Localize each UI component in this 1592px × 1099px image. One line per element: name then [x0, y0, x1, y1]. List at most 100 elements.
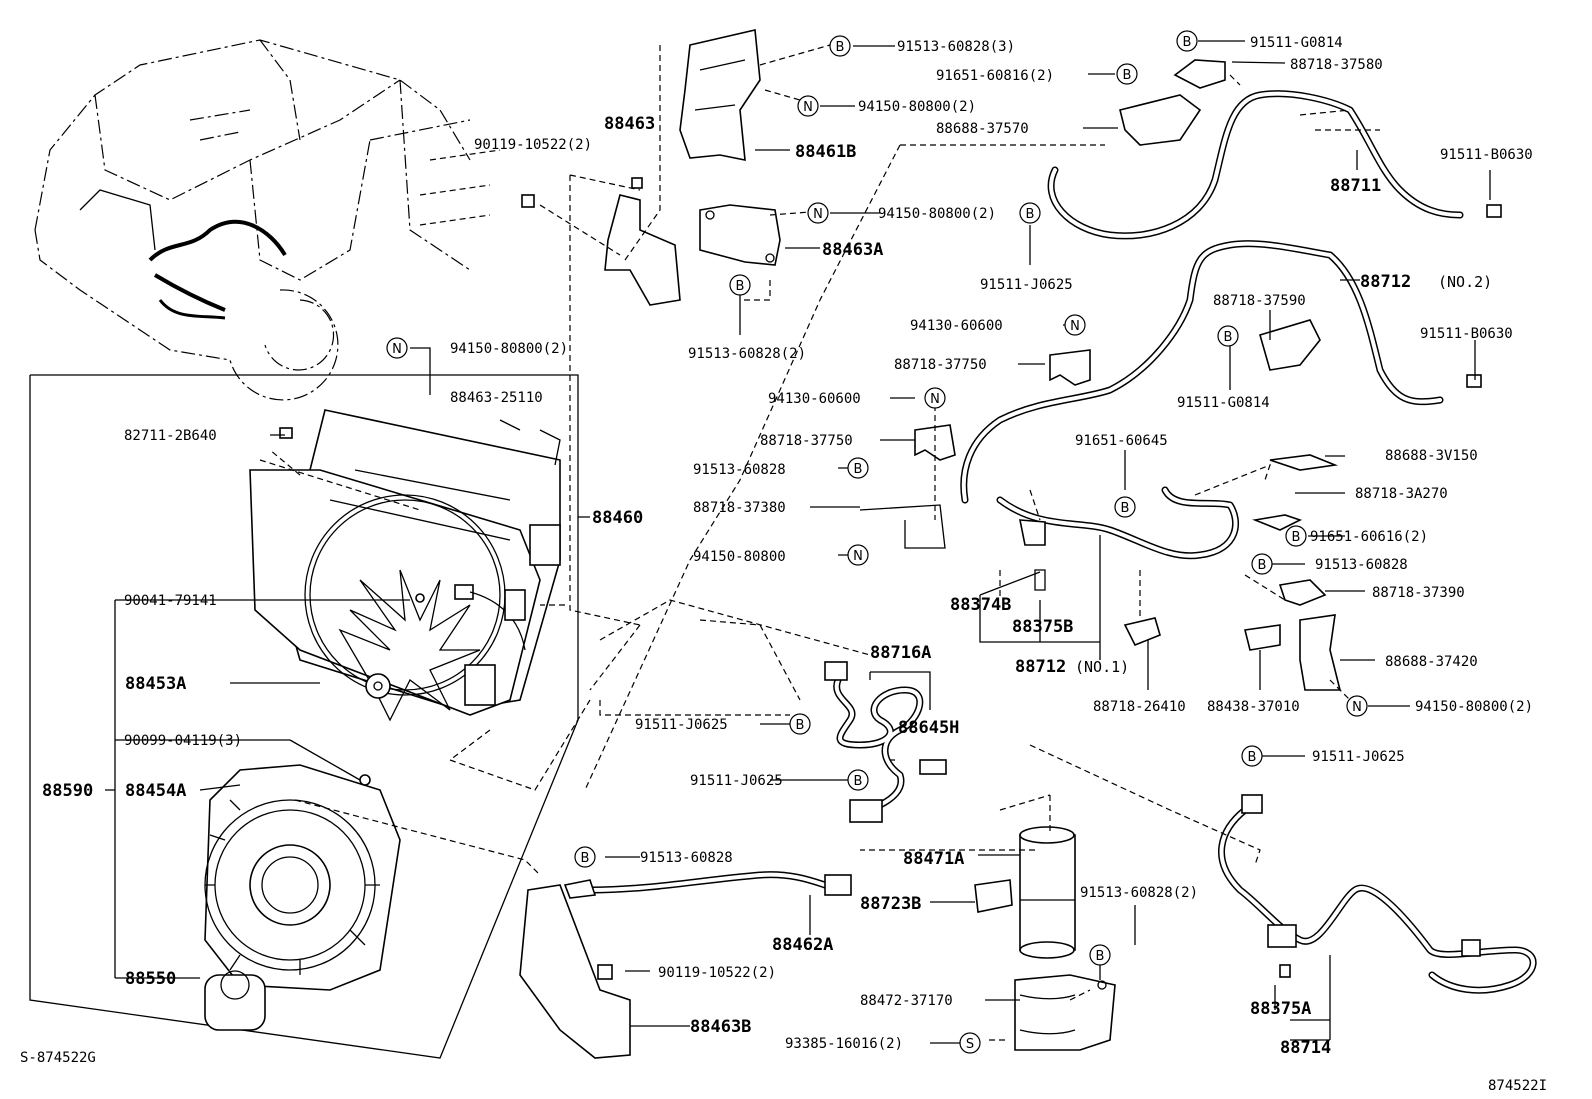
svg-text:B: B: [1292, 530, 1301, 545]
svg-text:B: B: [1096, 949, 1105, 964]
part-label: 91513-60828(3): [897, 39, 1015, 55]
part-label: 88471A: [903, 849, 964, 869]
part-label: 94150-80800(2): [858, 99, 976, 115]
part-label: 88374B: [950, 595, 1011, 615]
part-label: 88463A: [822, 240, 883, 260]
part-label: 90099-04119(3): [124, 733, 242, 749]
part-label: 88718-37580: [1290, 57, 1383, 73]
svg-text:B: B: [1224, 330, 1233, 345]
fastener-markers: B B B N N B B N B N N B B B N B N B B B …: [386, 30, 1368, 1054]
part-label: 90041-79141: [124, 593, 217, 609]
part-label: 88718-37380: [693, 500, 786, 516]
receiver-dryer: [974, 826, 1116, 1051]
part-label: 91511-J0625: [1312, 749, 1405, 765]
marker-nut: N: [1064, 314, 1086, 336]
svg-text:B: B: [581, 851, 590, 866]
marker-nut: N: [807, 202, 829, 224]
part-label: 94150-80800(2): [878, 206, 996, 222]
part-label: 88463B: [690, 1017, 751, 1037]
part-label: 88375B: [1012, 617, 1073, 637]
marker-bolt: B: [1176, 30, 1198, 52]
part-label: 88718-37590: [1213, 293, 1306, 309]
part-label: 91511-J0625: [635, 717, 728, 733]
marker-nut: N: [1346, 695, 1368, 717]
part-label: 88453A: [125, 674, 186, 694]
fan-assembly-group: [29, 374, 579, 1059]
svg-text:B: B: [1258, 558, 1267, 573]
part-label: 88711: [1330, 176, 1381, 196]
marker-bolt: B: [574, 846, 596, 868]
part-label: (NO.1): [1075, 658, 1129, 676]
marker-bolt: B: [1019, 202, 1041, 224]
part-label: 91511-J0625: [690, 773, 783, 789]
part-label: 88718-37390: [1372, 585, 1465, 601]
part-label: 94150-80800(2): [1415, 699, 1533, 715]
part-label: 91511-G0814: [1250, 35, 1343, 51]
part-label: 88461B: [795, 142, 856, 162]
part-label: 88716A: [870, 643, 931, 663]
marker-bolt: B: [789, 713, 811, 735]
marker-bolt: B: [1285, 525, 1307, 547]
marker-bolt: B: [847, 457, 869, 479]
part-label: 88718-3A270: [1355, 486, 1448, 502]
connector-lines: [259, 44, 1380, 1041]
svg-text:B: B: [854, 462, 863, 477]
part-label: 91651-60616(2): [1310, 529, 1428, 545]
leader-lines: [105, 40, 1491, 1044]
marker-bolt: B: [729, 274, 751, 296]
part-label: 88645H: [898, 718, 959, 738]
marker-screw: S: [959, 1032, 981, 1054]
part-label: 94130-60600: [768, 391, 861, 407]
part-label: 91511-B0630: [1440, 147, 1533, 163]
part-label: 91513-60828: [640, 850, 733, 866]
part-label: 88714: [1280, 1038, 1331, 1058]
part-label: 88454A: [125, 781, 186, 801]
part-label: 88688-37420: [1385, 654, 1478, 670]
part-label: 91513-60828(2): [688, 346, 806, 362]
svg-text:B: B: [736, 279, 745, 294]
part-label: (NO.2): [1438, 273, 1492, 291]
part-label: 91513-60828: [693, 462, 786, 478]
marker-bolt: B: [1217, 325, 1239, 347]
svg-text:B: B: [836, 40, 845, 55]
part-label: 88712: [1360, 272, 1411, 292]
part-label: 88723B: [860, 894, 921, 914]
part-label: 91513-60828(2): [1080, 885, 1198, 901]
diagram-id: S-874522G: [20, 1050, 96, 1066]
svg-text:B: B: [1183, 35, 1192, 50]
part-label: 88438-37010: [1207, 699, 1300, 715]
svg-text:N: N: [392, 342, 402, 357]
part-labels: 91513-60828(3) 91511-G0814 88718-37580 9…: [20, 35, 1547, 1094]
vehicle-outline: [34, 39, 501, 401]
part-label: 91513-60828: [1315, 557, 1408, 573]
svg-text:N: N: [1070, 319, 1080, 334]
part-label: 88460: [592, 508, 643, 528]
part-label: 88550: [125, 969, 176, 989]
marker-nut: N: [847, 544, 869, 566]
marker-nut: N: [386, 337, 408, 359]
part-label: 88718-37750: [760, 433, 853, 449]
part-label: 88718-26410: [1093, 699, 1186, 715]
part-label: 82711-2B640: [124, 428, 217, 444]
part-label: 88472-37170: [860, 993, 953, 1009]
svg-text:B: B: [1123, 68, 1132, 83]
marker-bolt: B: [1116, 63, 1138, 85]
svg-text:S: S: [966, 1037, 974, 1052]
part-label: 88463-25110: [450, 390, 543, 406]
svg-text:N: N: [813, 207, 823, 222]
part-label: 91651-60645: [1075, 433, 1168, 449]
part-label: 94150-80800(2): [450, 341, 568, 357]
part-label: 91511-J0625: [980, 277, 1073, 293]
part-label: 94150-80800: [693, 549, 786, 565]
part-label: 90119-10522(2): [474, 137, 592, 153]
part-label: 88718-37750: [894, 357, 987, 373]
part-label: 88712: [1015, 657, 1066, 677]
part-label: 88688-3V150: [1385, 448, 1478, 464]
part-label: 91651-60816(2): [936, 68, 1054, 84]
part-label: 88462A: [772, 935, 833, 955]
upper-brackets: [521, 29, 781, 306]
svg-text:B: B: [1248, 750, 1257, 765]
marker-bolt: B: [829, 35, 851, 57]
part-label: 91511-B0630: [1420, 326, 1513, 342]
